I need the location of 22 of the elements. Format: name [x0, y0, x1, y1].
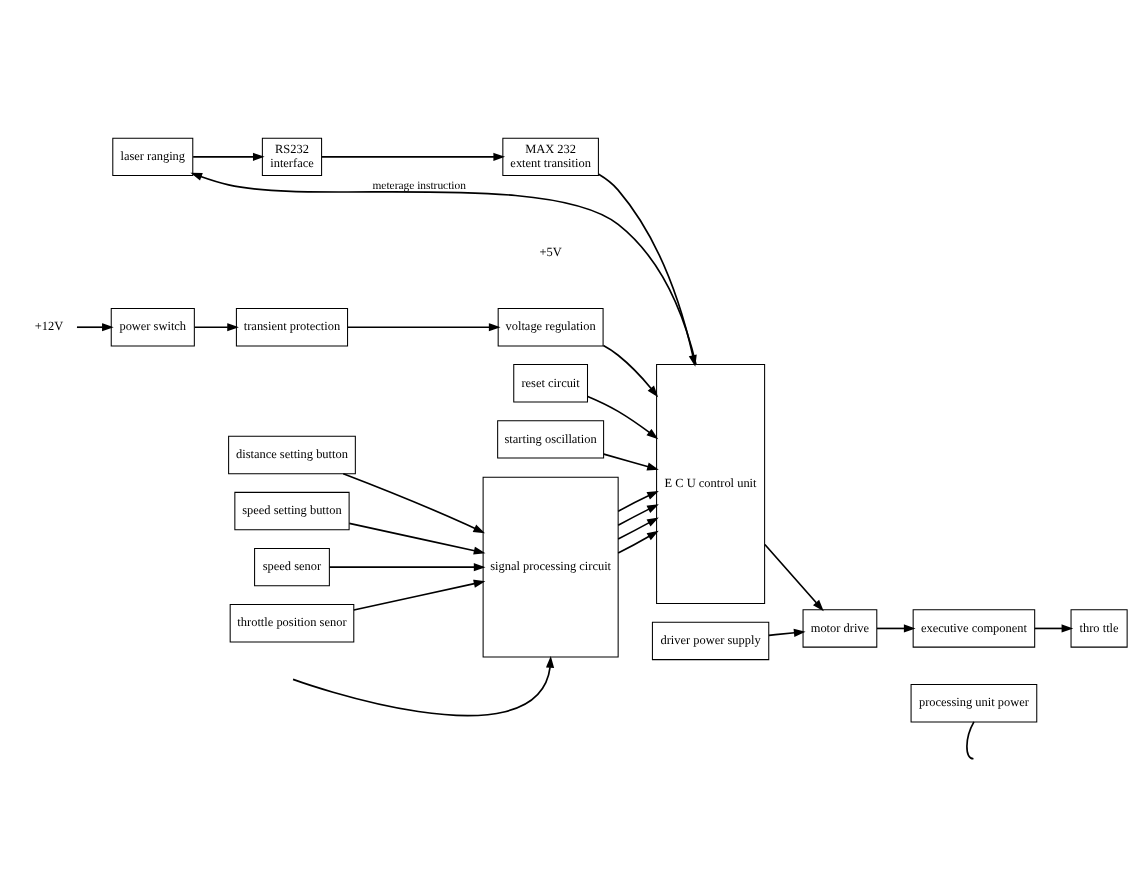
- arrow: [76, 322, 114, 331]
- arrow: [876, 623, 916, 632]
- arrow: [617, 516, 659, 539]
- arrow: [321, 151, 506, 160]
- arrow: [328, 562, 486, 571]
- arrow: [342, 471, 485, 533]
- arrow: [768, 627, 806, 636]
- arrow: [764, 542, 824, 611]
- arrow: [192, 151, 265, 160]
- arrow: [1033, 623, 1074, 632]
- arrow: [617, 529, 659, 553]
- arrow: [586, 394, 659, 439]
- arrow: [602, 343, 659, 397]
- arrow: [602, 452, 659, 470]
- connector: [966, 720, 975, 759]
- arrow: [348, 521, 486, 554]
- arrow: [292, 655, 555, 716]
- arrow: [346, 322, 501, 331]
- arrow: [193, 322, 239, 331]
- arrow: [617, 503, 659, 526]
- arrow: [617, 489, 659, 512]
- arrow: [353, 578, 486, 610]
